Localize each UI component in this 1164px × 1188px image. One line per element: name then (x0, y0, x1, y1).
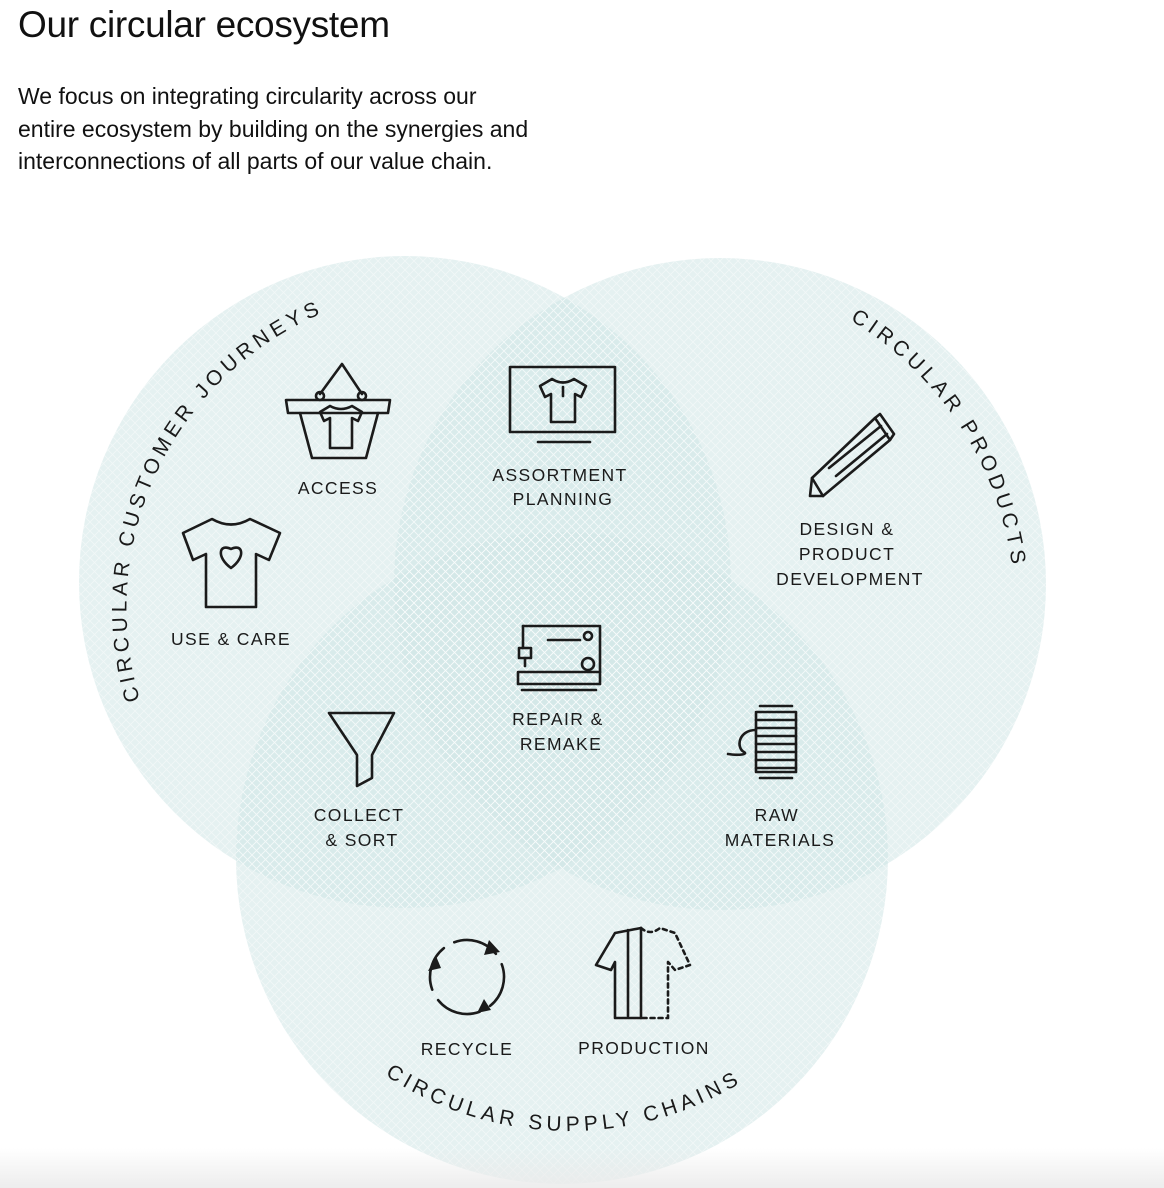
node-label-recycle: RECYCLE (421, 1039, 513, 1059)
funnel-icon (327, 711, 396, 788)
half-dashed-shirt-icon (594, 926, 692, 1020)
node-label-collect-sort: COLLECT & SORT (314, 805, 410, 850)
intro-text: We focus on integrating circularity acro… (18, 80, 578, 178)
node-label-access: ACCESS (298, 478, 378, 498)
node-label-use-care: USE & CARE (171, 629, 291, 649)
bottom-fade (0, 1148, 1164, 1188)
node-label-assortment-planning: ASSORTMENT PLANNING (492, 465, 633, 509)
mesh-texture (236, 532, 888, 1184)
node-label-design: DESIGN & PRODUCT DEVELOPMENT (776, 519, 924, 589)
monitor-shirt-icon (508, 365, 617, 444)
sewing-machine-icon (516, 624, 602, 692)
page-title: Our circular ecosystem (18, 4, 390, 45)
pencil-icon (808, 412, 896, 498)
intro-line: entire ecosystem by building on the syne… (18, 115, 529, 142)
node-label-repair-remake: REPAIR & REMAKE (512, 709, 610, 754)
intro-line: We focus on integrating circularity acro… (18, 83, 477, 109)
thread-spool-icon (726, 704, 798, 780)
venn-circles (79, 256, 1046, 1184)
recycle-arrows-icon (428, 938, 506, 1016)
heart-tshirt-icon (181, 517, 282, 609)
node-label-raw-materials: RAW MATERIALS (725, 805, 836, 850)
intro-line: interconnections of all parts of our val… (18, 148, 493, 174)
node-label-production: PRODUCTION (578, 1038, 710, 1058)
shopping-basket-icon (284, 362, 392, 460)
